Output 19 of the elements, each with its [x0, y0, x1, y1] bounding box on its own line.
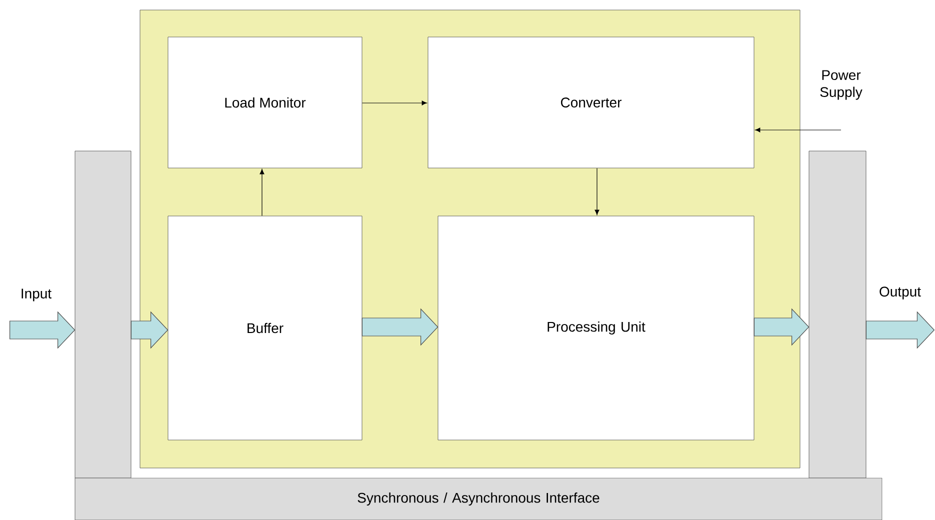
block-arrow: [866, 311, 935, 349]
io-label: Output: [880, 286, 921, 300]
block-arrow: [754, 308, 810, 346]
block-arrow: [130, 311, 168, 349]
block-arrow: [10, 311, 76, 349]
arrow: [362, 100, 427, 106]
arrow: [755, 128, 842, 132]
process-box: Buffer: [168, 216, 362, 440]
process-box: Processing Unit: [438, 216, 754, 440]
arrow: [260, 169, 264, 216]
power-label: Power Supply: [820, 70, 862, 100]
io-label: Input: [22, 288, 52, 302]
interface-pillar: [808, 150, 866, 478]
interface-pillar: [74, 150, 132, 478]
interface-bar: Synchronous / Asynchronous Interface: [74, 478, 882, 520]
process-box: Load Monitor: [168, 36, 362, 168]
block-arrow: [362, 308, 438, 346]
arrow: [594, 168, 600, 215]
process-box: Converter: [428, 36, 754, 168]
